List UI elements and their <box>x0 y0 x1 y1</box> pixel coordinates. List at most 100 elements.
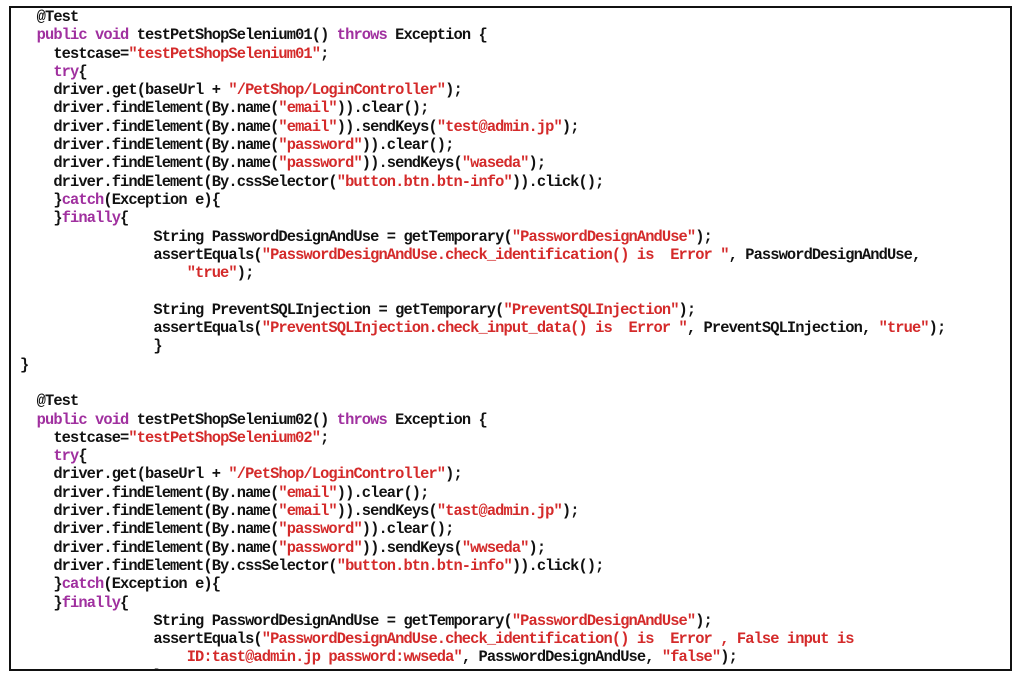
code-text: )).clear(); <box>336 483 430 502</box>
code-string: "PasswordDesignAndUse.check_identificati… <box>261 245 730 264</box>
code-string: "/PetShop/LoginController" <box>228 81 446 100</box>
code-keyword: try <box>53 62 79 81</box>
code-line: try{ <box>20 63 945 81</box>
code-text: } <box>20 190 62 209</box>
code-string: "password" <box>278 154 362 173</box>
code-string: "PasswordDesignAndUse" <box>511 611 696 630</box>
code-line: }finally{ <box>20 594 945 612</box>
code-string: "password" <box>278 520 362 539</box>
code-line: driver.get(baseUrl + "/PetShop/LoginCont… <box>20 465 945 483</box>
code-line: String PreventSQLInjection = getTemporar… <box>20 301 945 319</box>
code-string: "tast@admin.jp" <box>436 502 563 521</box>
code-text: ); <box>678 300 697 319</box>
code-string: "email" <box>278 483 337 502</box>
code-text: )).sendKeys( <box>361 538 463 557</box>
code-string: "PasswordDesignAndUse" <box>511 227 696 246</box>
code-text: (Exception e){ <box>103 190 221 209</box>
code-text: )).click(); <box>511 172 605 191</box>
code-text: } <box>20 355 29 374</box>
code-line: } <box>20 356 945 374</box>
code-text: driver.findElement(By.cssSelector( <box>20 556 337 575</box>
code-text: { <box>120 593 129 612</box>
code-keyword: throws <box>336 410 388 429</box>
code-text: ); <box>561 502 580 521</box>
code-text <box>20 411 37 429</box>
code-string: ID:tast@admin.jp password:wwseda" <box>186 648 463 667</box>
code-text: ); <box>695 227 713 246</box>
code-text: @Test <box>20 8 80 26</box>
code-string: "button.btn.btn-info" <box>336 556 513 575</box>
code-text: assertEquals( <box>20 319 262 338</box>
code-line: assertEquals("PasswordDesignAndUse.check… <box>20 246 945 264</box>
code-line: driver.findElement(By.name("email")).sen… <box>20 502 945 520</box>
code-line: driver.findElement(By.name("email")).sen… <box>20 118 945 136</box>
code-text: )).sendKeys( <box>336 502 438 521</box>
code-text: { <box>78 447 87 466</box>
code-text: driver.findElement(By.name( <box>20 154 279 173</box>
code-line: }catch(Exception e){ <box>20 575 945 593</box>
code-line: @Test <box>20 392 945 410</box>
code-string: "false" <box>661 648 721 667</box>
code-keyword: catch <box>61 190 105 209</box>
code-line: }catch(Exception e){ <box>20 191 945 209</box>
code-line: ID:tast@admin.jp password:wwseda", Passw… <box>20 648 945 666</box>
code-string: "/PetShop/LoginController" <box>228 465 446 484</box>
code-text: testcase= <box>20 44 129 63</box>
code-string: "PreventSQLInjection.check_input_data() … <box>261 319 688 338</box>
code-text: )).clear(); <box>361 520 455 539</box>
code-line: driver.get(baseUrl + "/PetShop/LoginCont… <box>20 81 945 99</box>
code-string: "true" <box>878 319 930 338</box>
code-line: testcase="testPetShopSelenium02"; <box>20 429 945 447</box>
code-keyword: catch <box>61 575 105 594</box>
code-text: ); <box>528 538 547 557</box>
code-line: }finally{ <box>20 209 945 227</box>
code-text: driver.get(baseUrl + <box>20 81 229 100</box>
code-string: "email" <box>278 117 337 136</box>
code-text: ); <box>236 264 255 283</box>
code-string: "password" <box>278 136 362 155</box>
code-text: String PasswordDesignAndUse = getTempora… <box>20 611 512 630</box>
code-text: driver.findElement(By.name( <box>20 502 279 521</box>
code-listing: @Test public void testPetShopSelenium01(… <box>20 8 946 669</box>
code-text: , PasswordDesignAndUse, <box>461 648 662 667</box>
code-text: testPetShopSelenium01() <box>128 26 337 45</box>
code-line: @Test <box>20 8 945 26</box>
code-text: Exception { <box>386 410 488 429</box>
code-string: "button.btn.btn-info" <box>336 172 513 191</box>
code-text <box>20 63 53 81</box>
code-line: String PasswordDesignAndUse = getTempora… <box>20 228 945 246</box>
code-text: { <box>120 209 129 228</box>
code-text: ); <box>445 465 463 484</box>
code-text: driver.findElement(By.name( <box>20 99 279 118</box>
code-line: driver.findElement(By.cssSelector("butto… <box>20 557 945 575</box>
code-text: )).clear(); <box>336 99 430 118</box>
code-string: "PreventSQLInjection" <box>503 300 679 319</box>
code-line: assertEquals("PasswordDesignAndUse.check… <box>20 630 945 648</box>
code-string: "true" <box>186 264 238 283</box>
code-line: driver.findElement(By.name("password")).… <box>20 539 945 557</box>
code-line <box>20 282 945 300</box>
code-text: String PreventSQLInjection = getTemporar… <box>20 300 504 319</box>
code-text: Exception { <box>386 26 488 45</box>
code-text: driver.findElement(By.name( <box>20 520 279 539</box>
code-text: @Test <box>20 392 80 411</box>
code-line: try{ <box>20 447 945 465</box>
code-text <box>20 26 37 44</box>
code-text: } <box>20 593 62 612</box>
code-keyword: try <box>53 447 79 466</box>
code-text: assertEquals( <box>20 245 262 264</box>
code-keyword: public void <box>36 26 130 45</box>
code-text: ; <box>320 44 329 63</box>
code-line: driver.findElement(By.name("password")).… <box>20 136 945 154</box>
code-line: String PasswordDesignAndUse = getTempora… <box>20 612 945 630</box>
code-text: ); <box>695 611 713 630</box>
code-text: driver.findElement(By.cssSelector( <box>20 172 337 191</box>
code-text: } <box>20 575 62 594</box>
code-text: )).clear(); <box>361 136 455 155</box>
code-text: testPetShopSelenium02() <box>128 410 337 429</box>
code-text: (Exception e){ <box>103 575 221 594</box>
code-keyword: finally <box>61 209 121 228</box>
code-string: "email" <box>278 502 337 521</box>
code-text: ); <box>528 154 547 173</box>
code-line <box>20 374 945 392</box>
